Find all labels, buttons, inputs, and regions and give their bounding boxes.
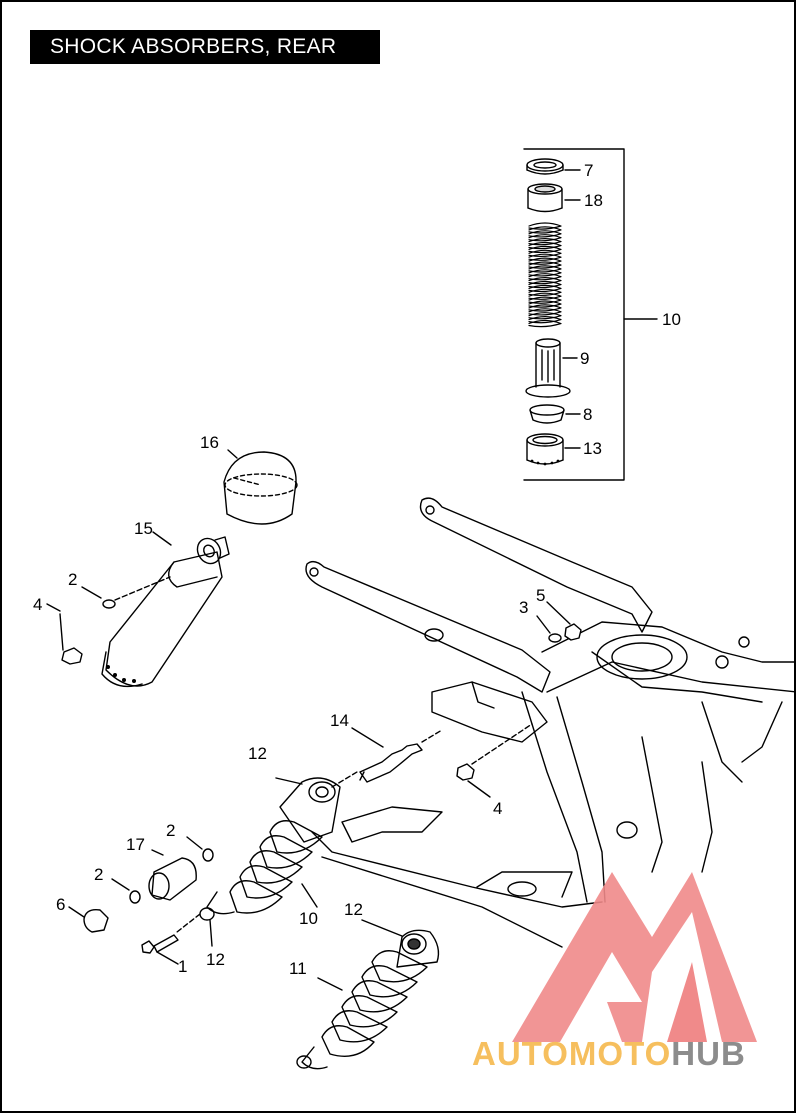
- callout-2: 2: [166, 821, 175, 840]
- washer-2-top: [81, 576, 171, 609]
- callout-5: 5: [536, 586, 545, 605]
- page-title: SHOCK ABSORBERS, REAR: [30, 30, 380, 64]
- callout-2: 2: [68, 570, 77, 589]
- callout-3: 3: [519, 598, 528, 617]
- watermark-moto: MOTO: [568, 1035, 672, 1072]
- callout-8: 8: [583, 405, 592, 424]
- callout-17: 17: [126, 835, 145, 854]
- nut-4-top: [46, 603, 83, 665]
- shock-body-15: [101, 531, 230, 688]
- watermark-hub: HUB: [671, 1035, 746, 1072]
- adjuster-collar-13: [526, 433, 581, 466]
- callout-labels: 7 18 10 9 8 13 16 15 2 4 3 5 14 12 4 2 1…: [33, 161, 681, 978]
- bolt-1: [141, 934, 179, 965]
- callout-12: 12: [206, 950, 225, 969]
- nut-4-mid: [456, 723, 533, 798]
- callout-14: 14: [330, 711, 349, 730]
- spring-cap-18: [527, 183, 581, 213]
- callout-13: 13: [583, 439, 602, 458]
- spring-adjuster-8: [529, 404, 581, 424]
- acorn-nut-6: [68, 906, 109, 933]
- watermark-logo: [512, 872, 757, 1042]
- callout-10: 10: [299, 909, 318, 928]
- callout-7: 7: [584, 161, 593, 180]
- coil-spring: [528, 222, 562, 328]
- swingarm-frame: [305, 497, 794, 948]
- washer-2-mid: [186, 836, 214, 862]
- nut-5: [546, 601, 582, 641]
- callout-12: 12: [344, 900, 363, 919]
- spring-sleeve-9: [525, 338, 578, 398]
- spring-retainer-7: [526, 158, 581, 175]
- washer-2-low: [111, 878, 141, 904]
- callout-2: 2: [94, 865, 103, 884]
- shock-assembly-10-mid: [176, 771, 358, 947]
- watermark-text: AUTOMOTOHUB: [472, 1035, 746, 1073]
- callout-1: 1: [178, 957, 187, 976]
- callout-15: 15: [134, 519, 153, 538]
- mount-stud-14: [351, 727, 443, 783]
- spring-kit-bracket: [523, 148, 658, 481]
- shock-cover-16: [223, 449, 298, 525]
- washer-3: [536, 615, 562, 643]
- callout-6: 6: [56, 895, 65, 914]
- callout-18: 18: [584, 191, 603, 210]
- callout-4: 4: [33, 595, 42, 614]
- callout-10: 10: [662, 310, 681, 329]
- watermark-auto: AUTO: [472, 1035, 569, 1072]
- callout-12: 12: [248, 744, 267, 763]
- callout-9: 9: [580, 349, 589, 368]
- shock-assembly-11-low: [296, 919, 440, 1070]
- callout-11: 11: [289, 959, 307, 978]
- spacer-17: [148, 849, 197, 901]
- callout-16: 16: [200, 433, 219, 452]
- callout-4: 4: [493, 799, 502, 818]
